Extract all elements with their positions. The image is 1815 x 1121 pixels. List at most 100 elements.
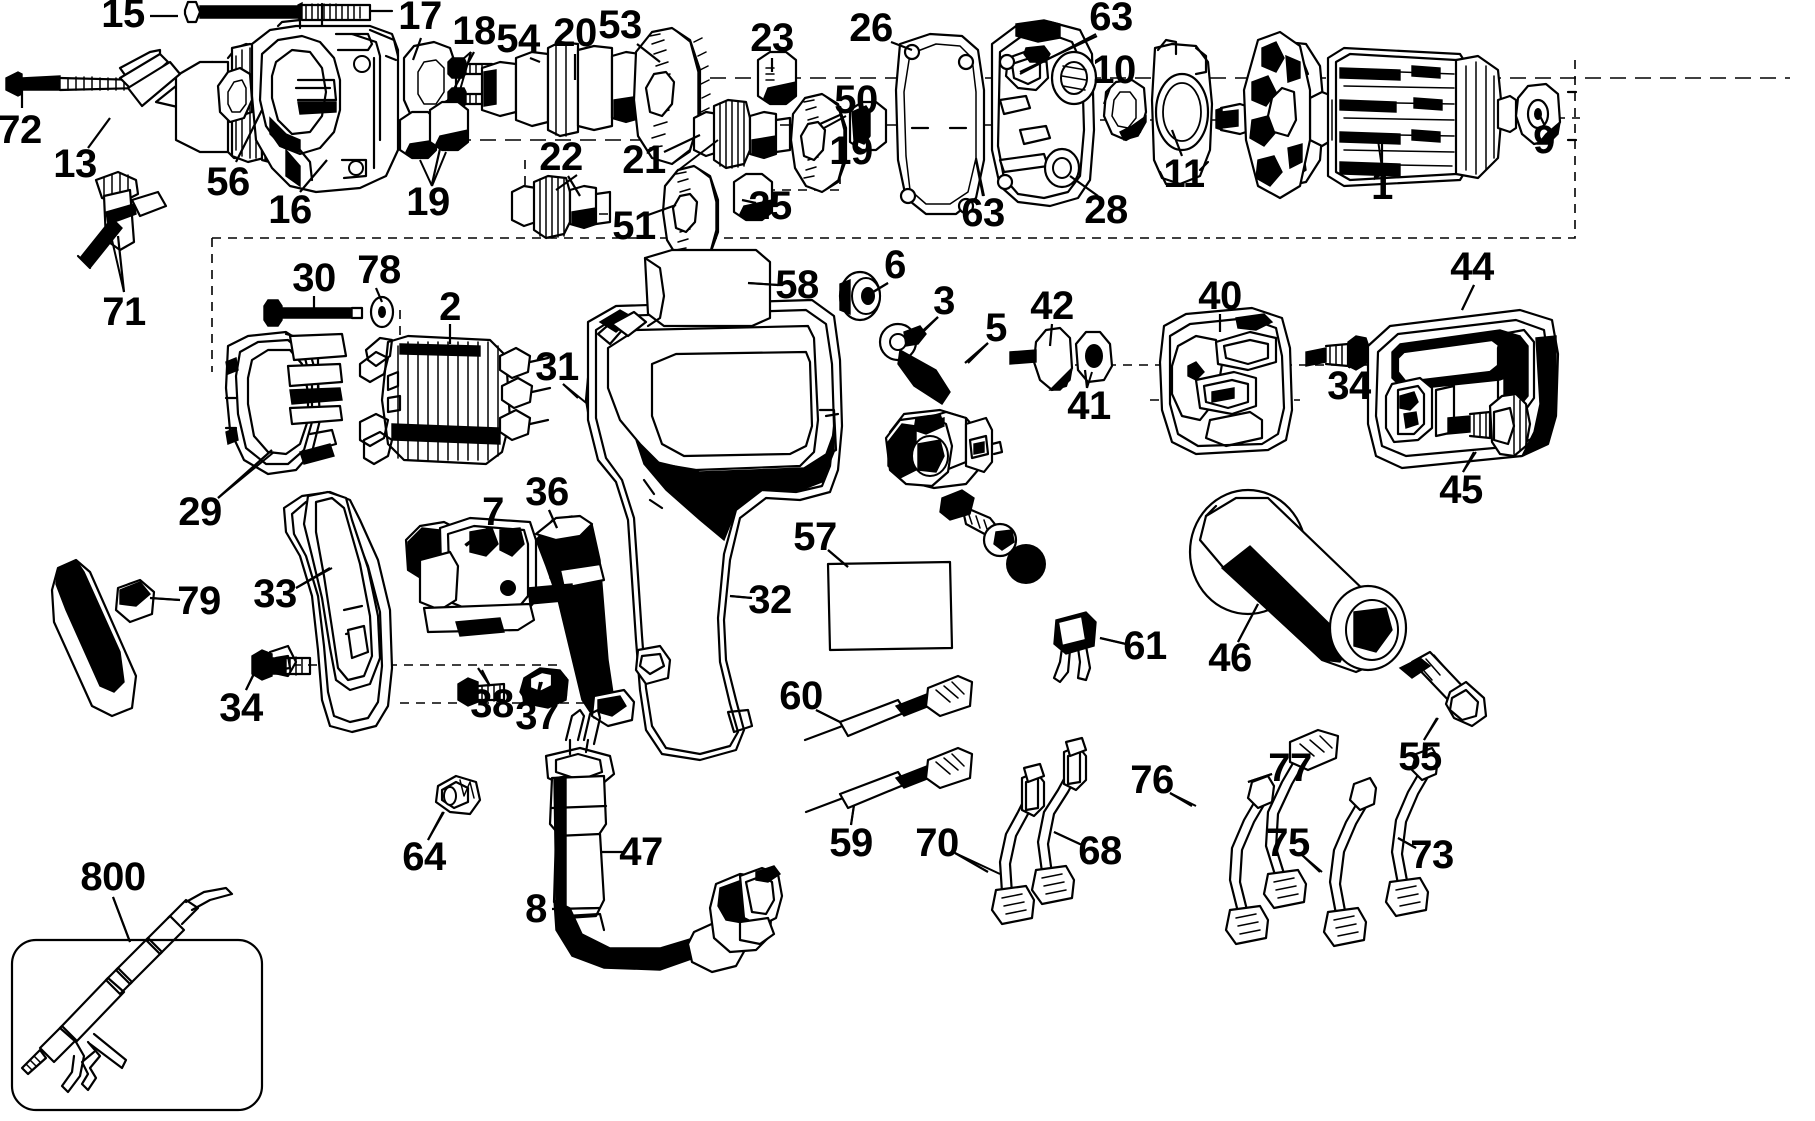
- callout-number-59: 59: [829, 821, 873, 865]
- callout-number-63: 63: [961, 191, 1005, 235]
- callout-number-31: 31: [535, 345, 579, 389]
- part-6-bushing: [838, 270, 889, 322]
- callout-number-23: 23: [750, 16, 794, 60]
- part-78-washer: [369, 295, 395, 329]
- callout-number-47: 47: [619, 830, 663, 874]
- callout-number-800: 800: [80, 855, 146, 899]
- callout-number-76: 76: [1130, 758, 1174, 802]
- part-72-screw: [5, 71, 142, 97]
- part-25-bushing: [732, 172, 774, 222]
- callout-number-25: 25: [748, 184, 792, 228]
- callout-number-16: 16: [268, 188, 312, 232]
- callout-number-9: 9: [1533, 118, 1555, 162]
- part-29-housing-ring: [217, 330, 348, 499]
- part-47-cord-sleeve: [544, 708, 623, 920]
- callout-number-45: 45: [1439, 468, 1483, 512]
- callout-number-38: 38: [470, 682, 514, 726]
- callout-number-58: 58: [775, 263, 819, 307]
- callout-number-36: 36: [525, 470, 569, 514]
- callout-number-29: 29: [178, 490, 222, 534]
- part-800-inset-box: [10, 886, 264, 1112]
- part-64-bushing: [427, 774, 482, 841]
- callout-number-30: 30: [292, 256, 336, 300]
- part-22-pinion-lower: [510, 174, 612, 240]
- callout-number-5: 5: [985, 306, 1007, 350]
- callout-number-11: 11: [1163, 152, 1205, 196]
- callout-number-72: 72: [0, 108, 42, 152]
- part-8-cord: [551, 865, 784, 974]
- callout-number-19: 19: [829, 129, 873, 173]
- part-68-wire: [1030, 736, 1088, 906]
- callout-number-42: 42: [1030, 284, 1074, 328]
- callout-number-56: 56: [206, 160, 250, 204]
- callout-number-79: 79: [177, 579, 221, 623]
- callout-number-77: 77: [1268, 746, 1312, 790]
- part-23-bushing: [756, 50, 798, 106]
- part-10-bearing: [1102, 78, 1148, 142]
- part-32-housing: [586, 298, 844, 762]
- part-71-chuck-key: [76, 170, 168, 293]
- part-19-bushings-upper: [398, 100, 470, 187]
- callout-number-34: 34: [219, 686, 263, 730]
- callout-number-37: 37: [515, 694, 559, 738]
- part-7-brush-holder: [404, 516, 538, 637]
- part-28-motor-housing: [975, 19, 1098, 208]
- callout-number-19: 19: [406, 180, 450, 224]
- part-51-gear: [661, 164, 720, 266]
- part-3-lever: [878, 316, 951, 405]
- part-46-side-handle-grip: [1188, 488, 1408, 674]
- part-misc-switch-assembly: [884, 413, 1046, 584]
- part-59-lead-wire: [804, 746, 974, 826]
- callout-number-44: 44: [1450, 245, 1494, 289]
- part-55-bolt: [1398, 650, 1488, 741]
- callout-number-68: 68: [1078, 829, 1122, 873]
- part-41-nut: [1074, 330, 1114, 389]
- callout-number-7: 7: [482, 490, 504, 534]
- callout-number-57: 57: [793, 515, 837, 559]
- callout-number-3: 3: [933, 279, 955, 323]
- part-70-wire: [954, 762, 1046, 926]
- part-36-trigger: [527, 509, 636, 728]
- part-21-pinion: [675, 98, 792, 173]
- callout-number-34: 34: [1327, 364, 1371, 408]
- callout-number-33: 33: [253, 572, 297, 616]
- part-44-side-handle-body: [1366, 284, 1560, 470]
- part-16-gearcase-cover: [250, 18, 400, 194]
- callout-number-10: 10: [1092, 48, 1136, 92]
- part-76-wire: [1169, 774, 1276, 946]
- callout-number-1: 1: [1371, 164, 1393, 208]
- callout-number-17: 17: [398, 0, 442, 38]
- part-45-knurled-screw: [1447, 392, 1532, 473]
- part-26-gasket: [894, 32, 986, 216]
- callout-number-46: 46: [1208, 636, 1252, 680]
- callout-number-75: 75: [1266, 821, 1310, 865]
- part-42-collar: [1009, 326, 1074, 392]
- callout-number-51: 51: [612, 204, 656, 248]
- part-57-label: [826, 549, 954, 652]
- callout-number-22: 22: [539, 135, 583, 179]
- callout-number-64: 64: [402, 835, 446, 879]
- callout-number-63: 63: [1089, 0, 1133, 39]
- callout-number-18: 18: [452, 9, 496, 53]
- callout-number-32: 32: [748, 578, 792, 622]
- callout-number-53: 53: [598, 3, 642, 47]
- callout-number-54: 54: [496, 17, 540, 61]
- callout-number-61: 61: [1123, 624, 1167, 668]
- part-11-baffle: [1150, 38, 1214, 186]
- callout-number-60: 60: [779, 674, 823, 718]
- part-75-wire: [1301, 776, 1378, 948]
- callout-number-26: 26: [849, 6, 893, 50]
- part-37-bracket: [519, 667, 569, 709]
- callout-number-40: 40: [1198, 274, 1242, 318]
- callout-number-71: 71: [102, 290, 146, 334]
- callout-number-78: 78: [357, 248, 401, 292]
- callout-number-41: 41: [1067, 384, 1111, 428]
- part-60-lead-wire: [803, 674, 974, 742]
- callout-number-70: 70: [915, 821, 959, 865]
- part-2-field: [358, 334, 552, 466]
- part-1-fan: [1242, 30, 1312, 200]
- part-40-handle-clamp: [1158, 306, 1294, 456]
- callout-number-15: 15: [101, 0, 145, 36]
- callout-number-6: 6: [884, 243, 906, 287]
